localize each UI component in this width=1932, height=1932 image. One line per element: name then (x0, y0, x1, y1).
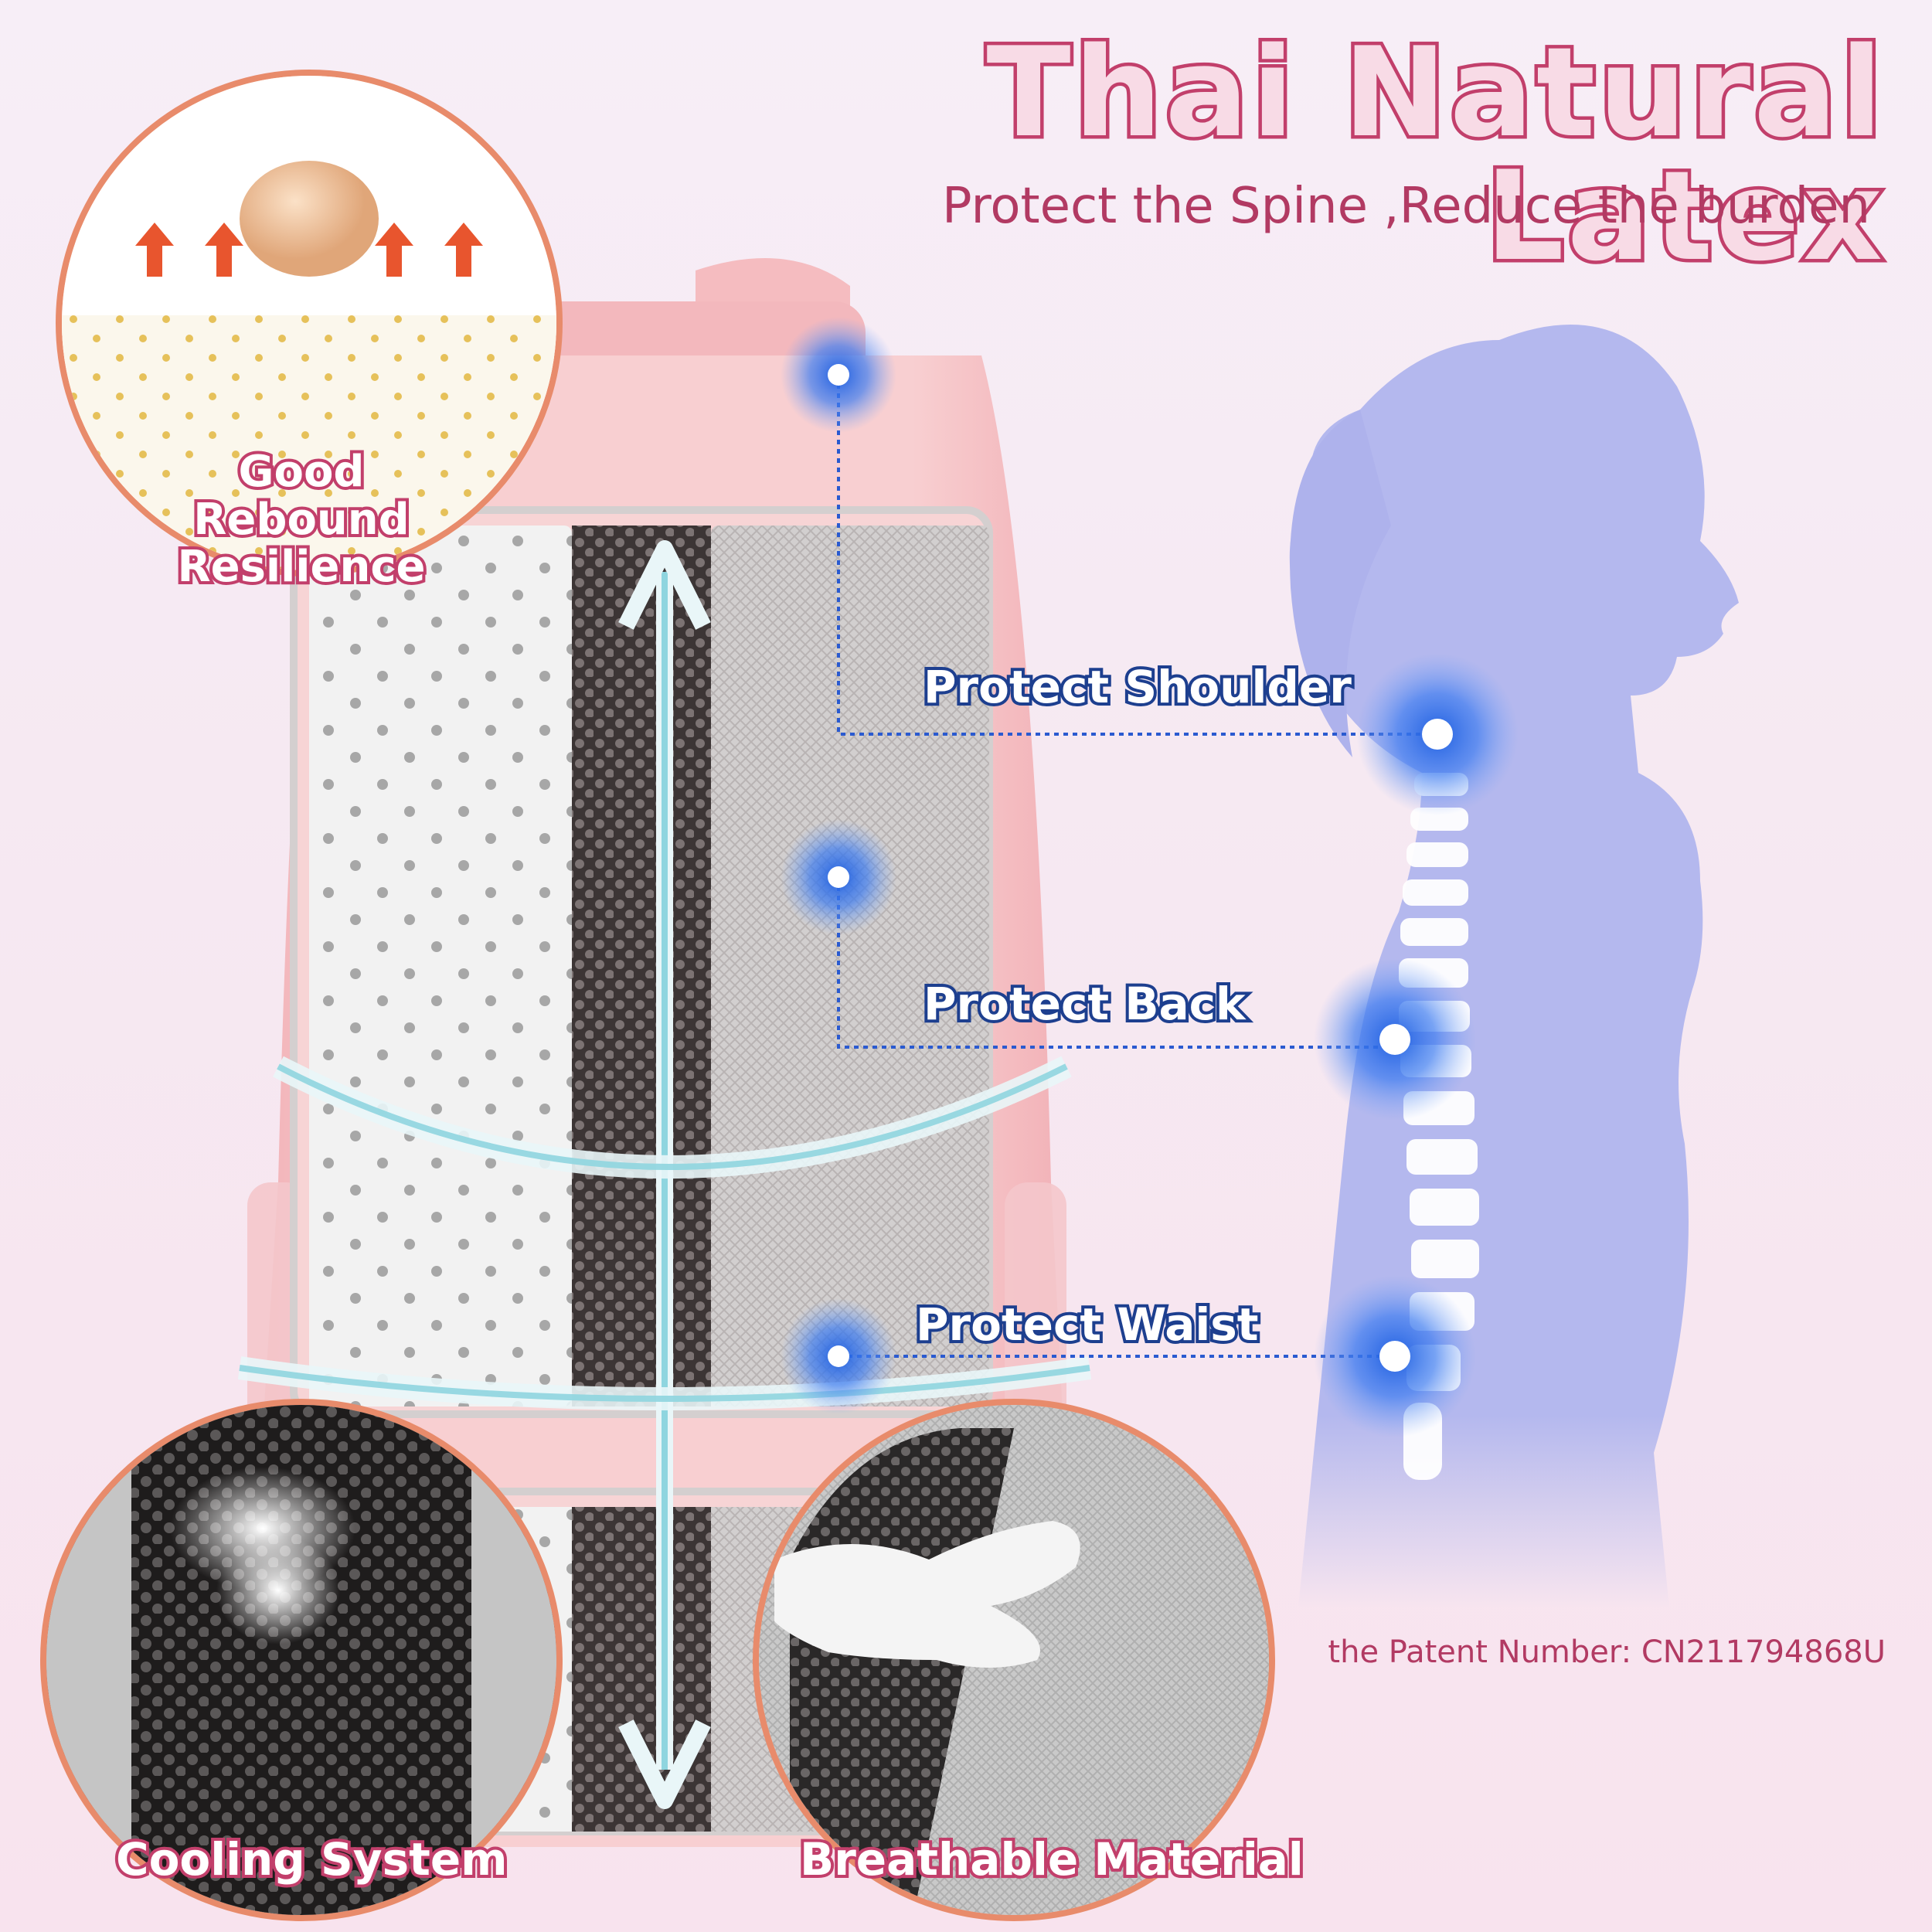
label-protect-waist: Protect Waist (913, 1295, 1261, 1354)
label-good-rebound-resilience: Good Rebound Resilience (170, 445, 433, 594)
patent-number: the Patent Number: CN211794868U (1328, 1634, 1886, 1670)
rebound-line-3: Resilience (174, 540, 428, 594)
rebound-line-1: Good (236, 445, 368, 498)
label-protect-shoulder: Protect Shoulder (920, 658, 1355, 716)
latex-rebound-photo (56, 70, 563, 577)
rebound-line-2: Rebound (190, 493, 412, 546)
headline-subtitle: Protect the Spine ,Reduce the burden (941, 178, 1870, 235)
breathable-material-photo (753, 1399, 1275, 1921)
label-protect-back: Protect Back (920, 975, 1249, 1033)
label-breathable-material: Breathable Material (797, 1832, 1307, 1887)
label-cooling-system: Cooling System (113, 1832, 511, 1887)
headline-title: Thai Natural Latex (983, 20, 1886, 288)
cooling-mesh-photo (40, 1399, 563, 1921)
marker-dots (781, 317, 1519, 1437)
